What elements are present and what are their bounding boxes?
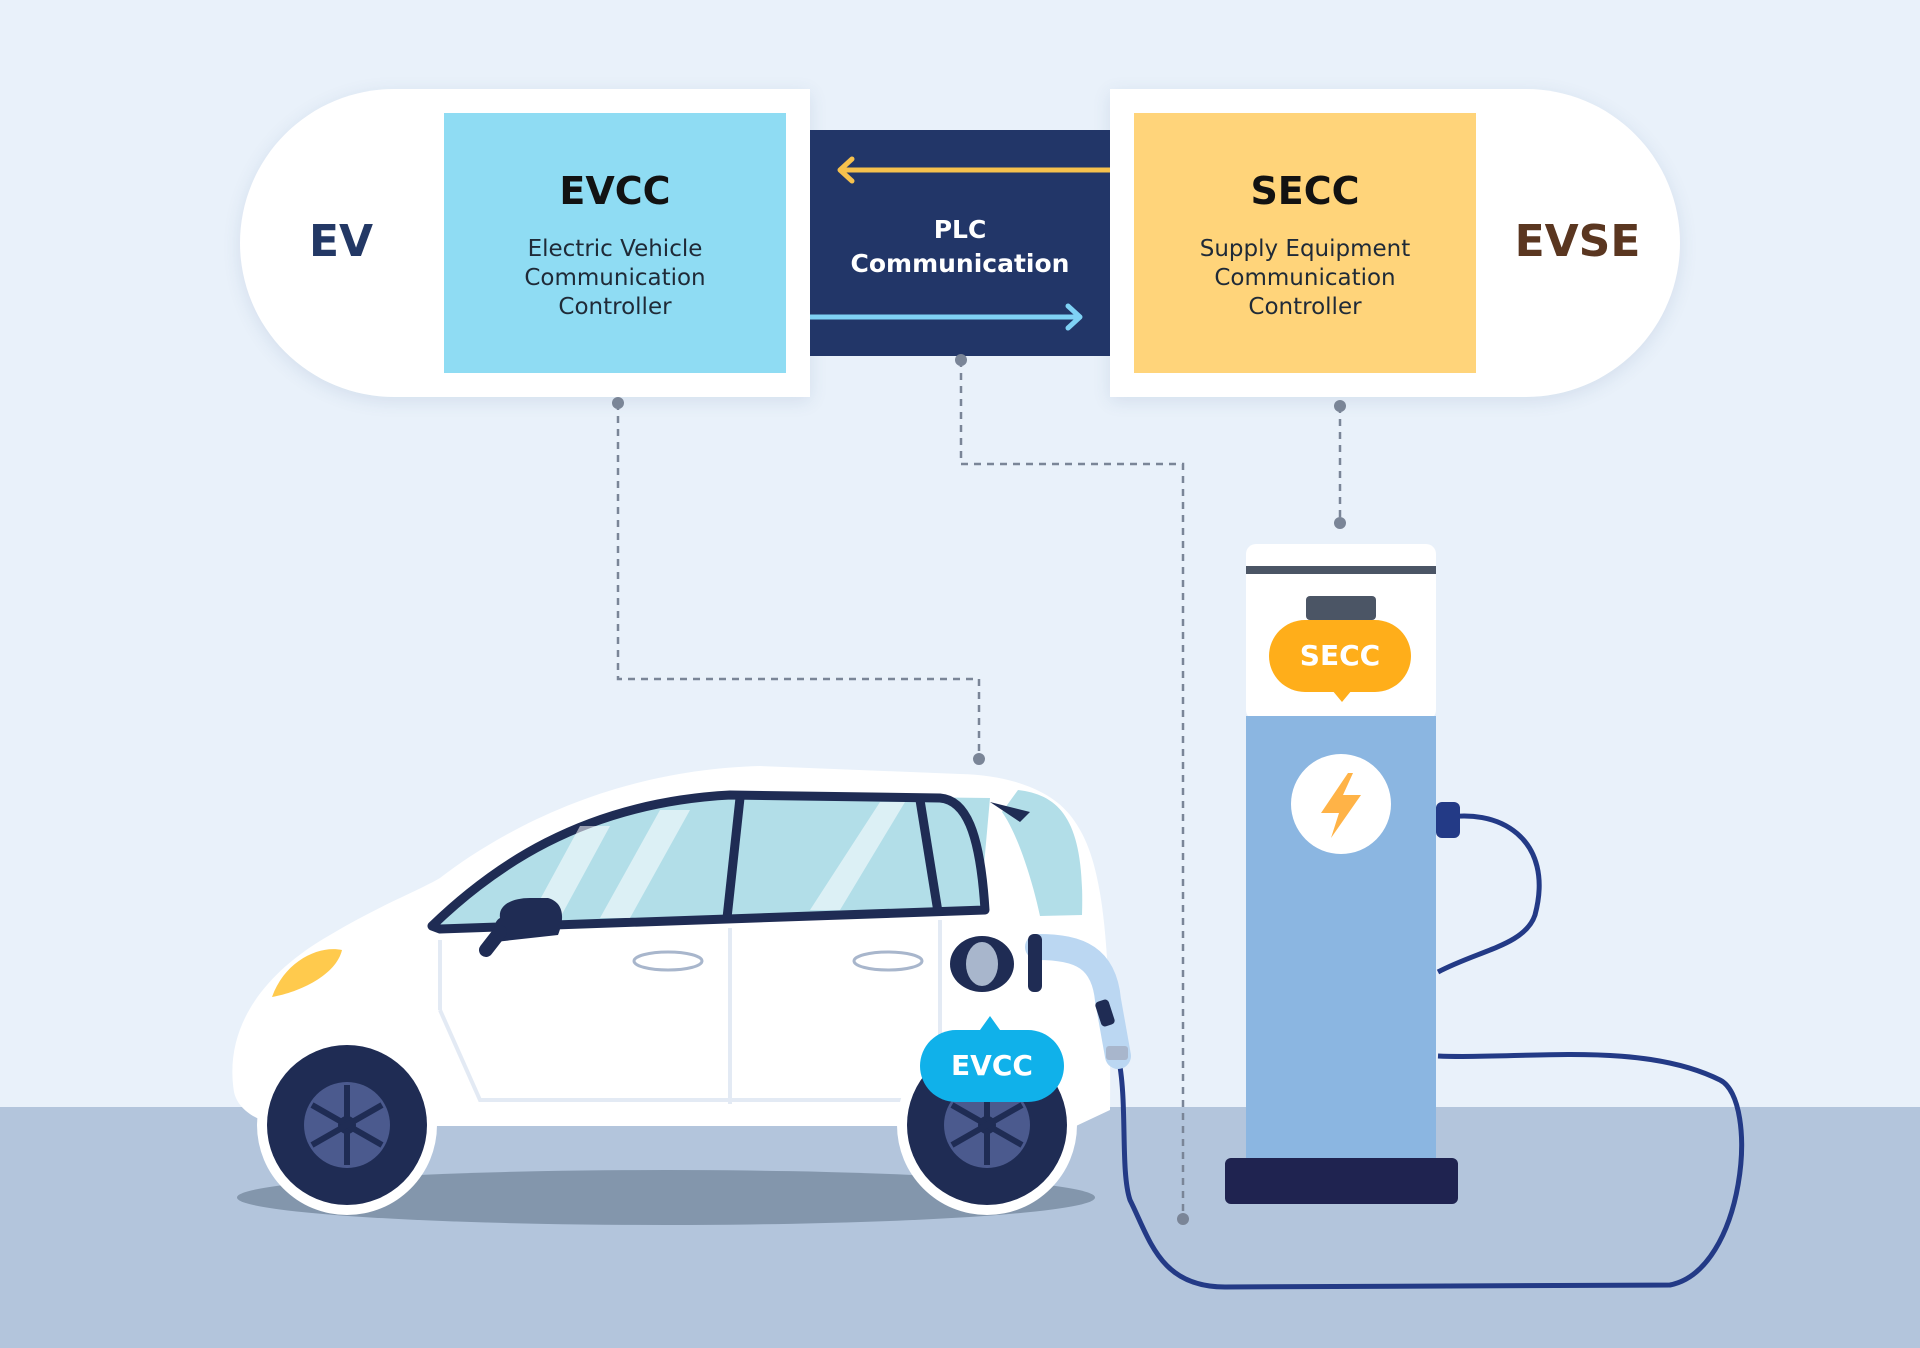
evse-label: EVSE bbox=[1514, 216, 1641, 267]
secc-box: SECC Supply Equipment Communication Cont… bbox=[1134, 113, 1476, 373]
plc-label-line1: PLC bbox=[933, 215, 987, 244]
plc-label-line2: Communication bbox=[850, 249, 1070, 278]
plc-label: PLC Communication bbox=[810, 213, 1110, 281]
secc-title: SECC bbox=[1250, 169, 1360, 213]
wheel-icon bbox=[304, 1082, 390, 1168]
cable-lower bbox=[1115, 1051, 1744, 1290]
cable-upper bbox=[1436, 813, 1542, 975]
secc-subtitle: Supply Equipment Communication Controlle… bbox=[1199, 236, 1411, 320]
lightning-icon bbox=[1321, 773, 1361, 838]
connector-dots bbox=[612, 354, 1346, 1225]
secc-badge: SECC bbox=[1269, 620, 1411, 692]
evcc-title: EVCC bbox=[559, 169, 671, 213]
arrow-right-icon bbox=[810, 303, 1083, 331]
evcc-badge: EVCC bbox=[920, 1030, 1064, 1102]
evcc-box: EVCC Electric Vehicle Communication Cont… bbox=[444, 113, 786, 373]
evcc-subtitle: Electric Vehicle Communication Controlle… bbox=[524, 236, 706, 320]
secc-badge-pointer bbox=[1332, 690, 1352, 702]
charging-plug-icon bbox=[1025, 934, 1131, 1069]
evcc-badge-pointer bbox=[980, 1016, 1000, 1030]
dashed-connectors bbox=[616, 360, 1342, 1219]
ev-label: EV bbox=[308, 216, 374, 267]
arrow-left-icon bbox=[837, 156, 1110, 184]
wheel-icon bbox=[944, 1082, 1030, 1168]
